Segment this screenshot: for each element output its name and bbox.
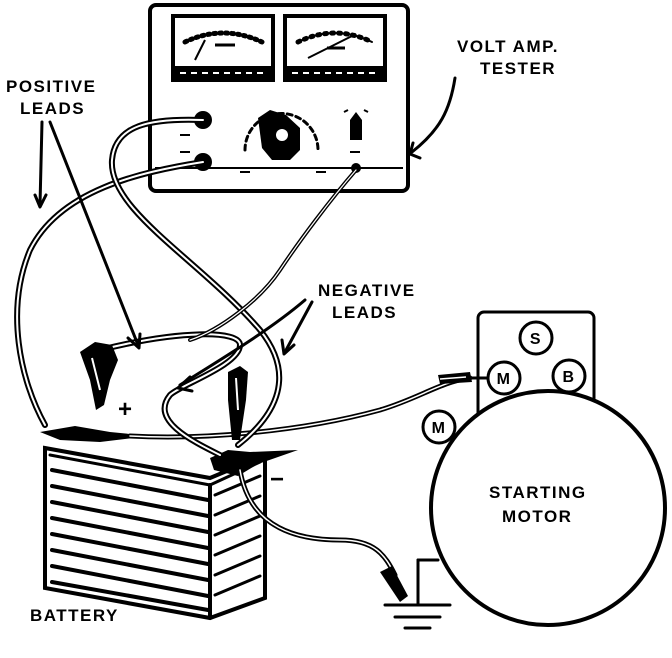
volt-amp-tester xyxy=(148,3,410,193)
label-battery: BATTERY xyxy=(30,606,119,625)
terminal-b-label: B xyxy=(562,369,575,386)
label-plus-sign: + xyxy=(118,396,134,423)
load-control-knob xyxy=(240,110,326,173)
label-negative-leads-line2: LEADS xyxy=(332,303,397,322)
battery-negative-clamp xyxy=(210,450,298,476)
positive-lead-outer xyxy=(14,159,206,428)
label-negative-leads-line1: NEGATIVE xyxy=(318,281,416,300)
label-positive-leads-line1: POSITIVE xyxy=(6,77,96,96)
label-motor-line2: MOTOR xyxy=(502,507,572,526)
negative-probe-clip xyxy=(228,366,248,440)
motor-terminal-probe xyxy=(438,372,472,384)
ground-clip xyxy=(380,566,408,602)
ammeter-gauge xyxy=(283,14,387,82)
callout-arrows xyxy=(33,76,457,393)
battery xyxy=(40,426,298,621)
voltmeter-gauge xyxy=(171,14,275,82)
cables xyxy=(14,116,490,578)
label-tester-line2: TESTER xyxy=(480,59,556,78)
terminal-s-label: S xyxy=(530,331,542,348)
terminal-m-top-label: M xyxy=(497,371,512,388)
terminal-m-left-label: M xyxy=(432,420,447,437)
battery-positive-clamp xyxy=(40,426,150,442)
label-positive-leads-line2: LEADS xyxy=(20,99,85,118)
label-minus-sign: − xyxy=(270,466,286,493)
inductive-clip-positive xyxy=(80,342,118,410)
starting-motor xyxy=(429,310,667,627)
selector-switch xyxy=(343,109,369,173)
ground-symbol xyxy=(383,558,452,630)
terminal-b: B xyxy=(551,358,587,394)
label-tester-line1: VOLT AMP. xyxy=(457,37,559,56)
terminal-m-top: M xyxy=(486,360,522,396)
terminal-m-left: M xyxy=(421,409,457,445)
terminal-s: S xyxy=(518,320,554,356)
label-motor-line1: STARTING xyxy=(489,483,587,502)
